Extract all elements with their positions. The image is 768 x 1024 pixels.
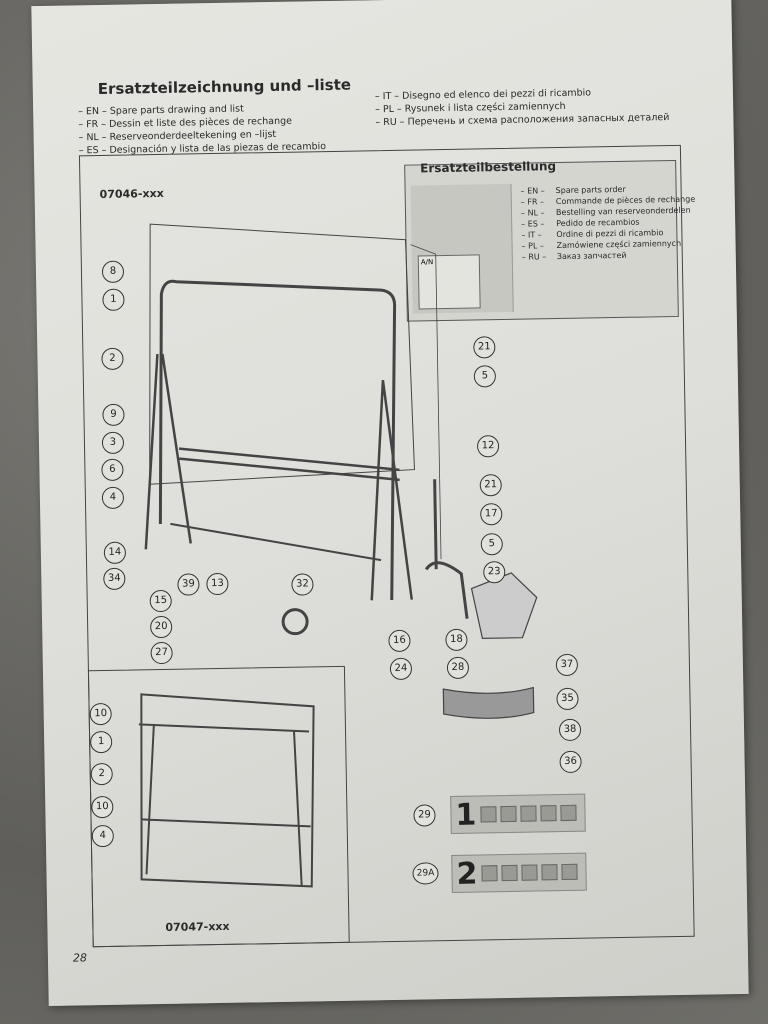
strip-number-2: 2 bbox=[456, 856, 478, 892]
foot-cover bbox=[470, 572, 538, 640]
part-thumbnail bbox=[480, 806, 497, 823]
cross-bar bbox=[178, 447, 400, 482]
brush-strip bbox=[442, 686, 535, 719]
accessory-strip-1: 1 bbox=[450, 793, 586, 834]
wheel-icon bbox=[281, 608, 309, 636]
manual-page: Ersatzteilzeichnung und –liste – EN – Sp… bbox=[31, 0, 749, 1007]
page-number: 28 bbox=[72, 951, 88, 965]
frame-legs bbox=[144, 353, 413, 601]
part-thumbnail bbox=[560, 804, 577, 822]
board-outline bbox=[149, 223, 415, 485]
alt-frame bbox=[138, 693, 315, 888]
strip-number-1: 1 bbox=[455, 797, 477, 833]
leader-line bbox=[410, 244, 442, 560]
accessory-strip-2: 2 bbox=[451, 852, 587, 893]
part-thumbnail bbox=[520, 805, 537, 822]
part-thumbnail bbox=[481, 865, 498, 882]
exploded-drawing bbox=[138, 223, 538, 888]
bottom-bar bbox=[170, 522, 382, 562]
main-frame bbox=[158, 279, 397, 600]
part-thumbnail bbox=[501, 864, 518, 882]
part-thumbnail bbox=[540, 805, 557, 822]
stand-post bbox=[424, 479, 469, 619]
part-thumbnail bbox=[561, 863, 578, 881]
part-thumbnail bbox=[521, 864, 538, 881]
part-thumbnail bbox=[541, 864, 558, 881]
part-thumbnail bbox=[500, 805, 517, 823]
